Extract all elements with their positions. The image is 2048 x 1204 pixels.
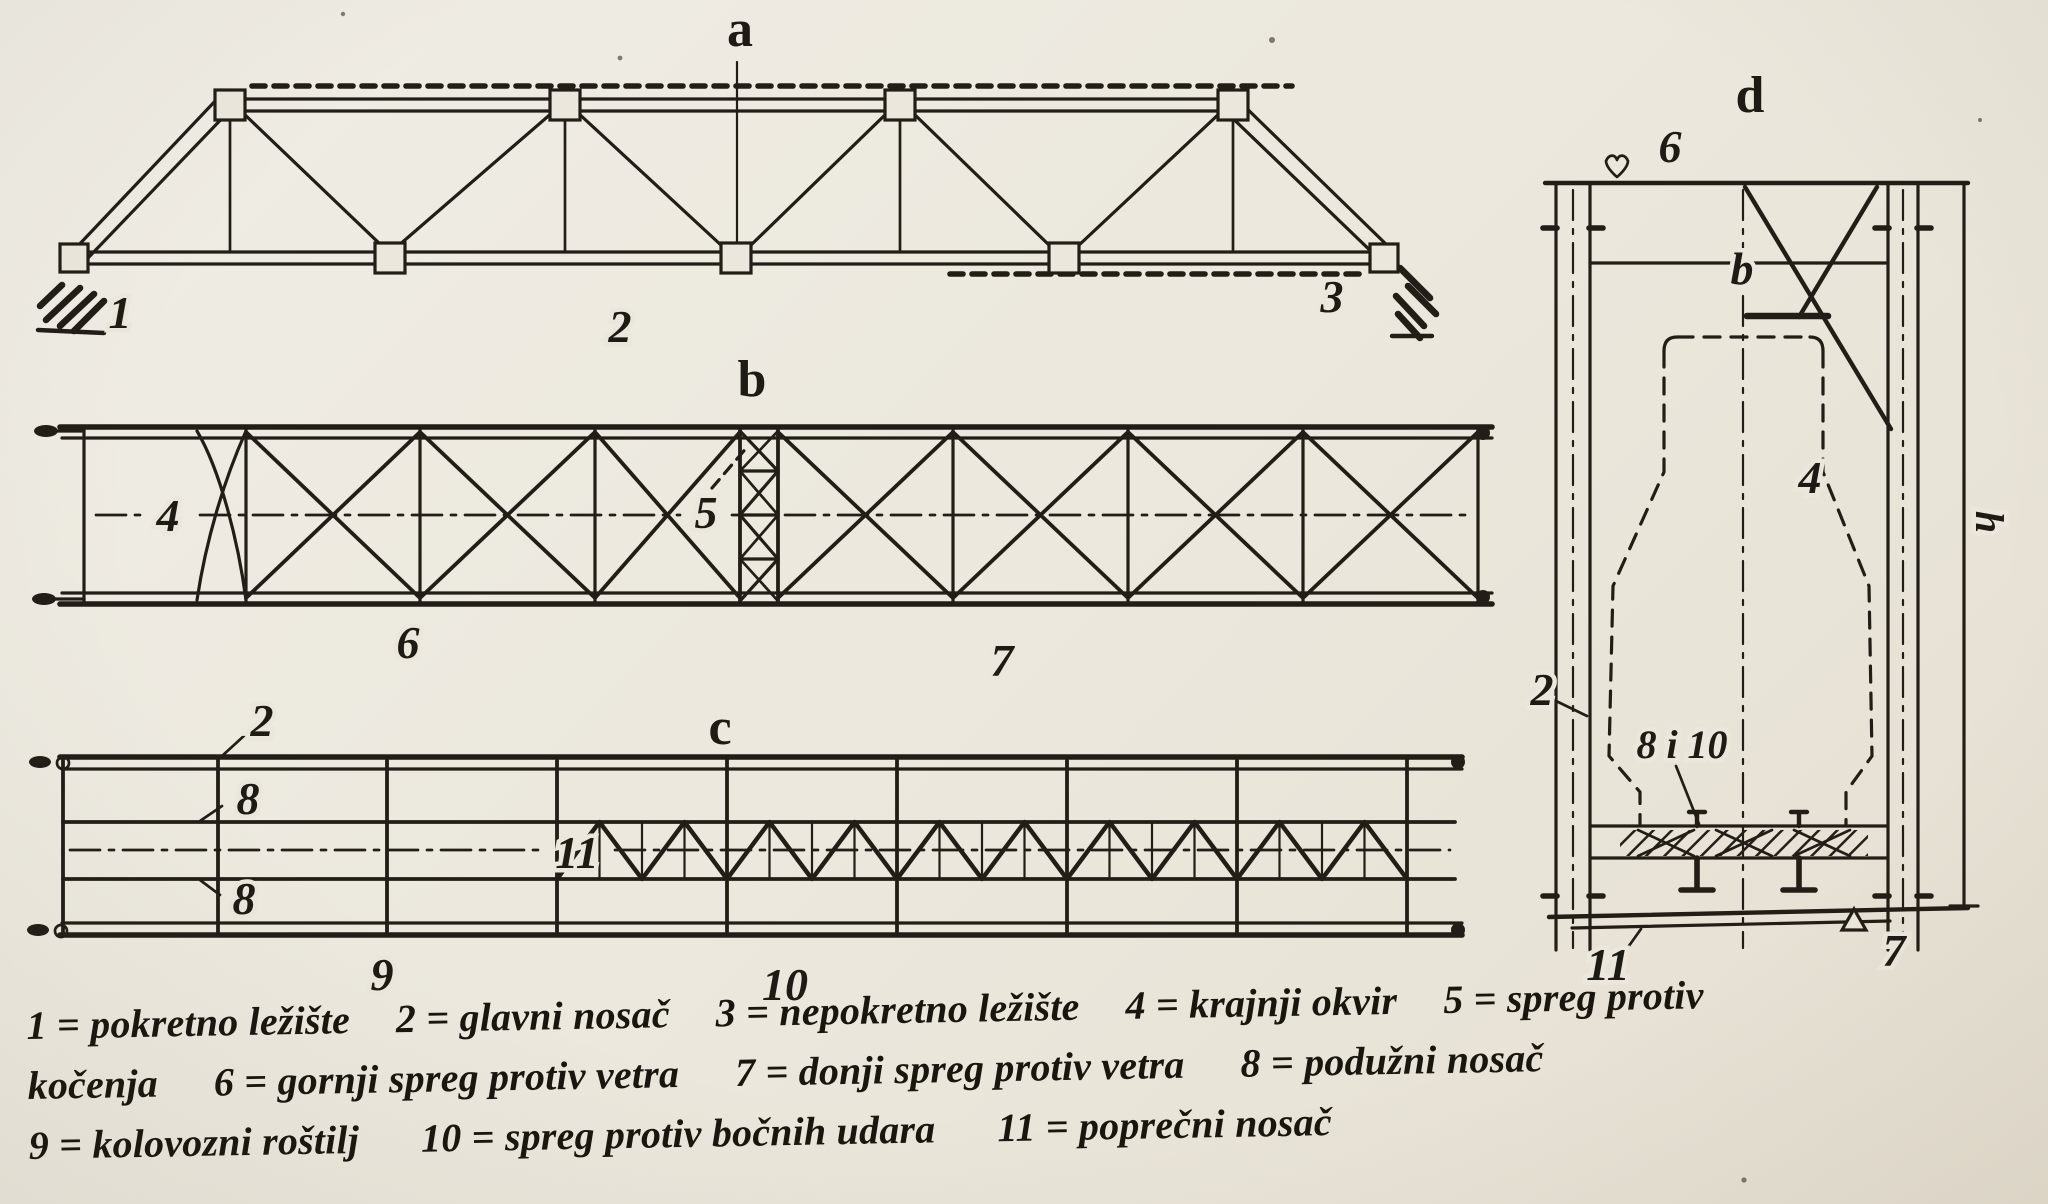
scan-specks [340, 11, 1982, 1183]
callout-11-cross-girder: 11 [555, 827, 598, 878]
gusset-nodes [58, 88, 1400, 275]
callout-5-leader [710, 444, 750, 490]
truss-verticals [228, 118, 1235, 254]
view-b-wind-bracing-plan: b 4 5 6 7 [32, 351, 1495, 691]
callout-8-longitudinal-top: 8 [237, 773, 260, 824]
legend: 1 = pokretno ležište 2 = glavni nosač 3 … [26, 959, 2029, 1176]
deck-hatching [249, 83, 1363, 277]
legend-item: 10 = spreg protiv bočnih udara [420, 1106, 936, 1161]
top-chord [228, 97, 1239, 113]
callout-10-impact-brace: 10 [762, 959, 808, 1010]
end-frame-bracing [1742, 184, 1894, 432]
movable-bearing [35, 281, 108, 336]
callout-6-upper-wind-brace: 6 [397, 617, 420, 668]
fixed-bearing [1389, 264, 1440, 342]
truss-diagonals [240, 110, 1223, 248]
legend-item: 6 = gornji spreg protiv vetra [213, 1051, 680, 1105]
legend-item: 5 = spreg protiv [1442, 972, 1704, 1023]
legend-item: kočenja [27, 1060, 159, 1108]
edge-pins [27, 755, 1465, 939]
view-c-deck-grid-plan: c 2 8 8 11 9 10 [27, 691, 1465, 1015]
cross-girders [61, 757, 1409, 935]
bearing-triangle-marker [1839, 905, 1869, 932]
longitudinal-girders [61, 820, 1457, 881]
dimension-h: h [1967, 511, 2012, 533]
end-frame [82, 427, 248, 604]
callout-8-longitudinal-bottom: 8 [233, 873, 256, 924]
callout-7-lower-wind-brace: 7 [991, 635, 1016, 686]
view-a-label: a [727, 1, 753, 58]
deck-assembly [1590, 809, 1888, 893]
callout-leaders [1552, 698, 1701, 952]
view-c-label: c [708, 699, 731, 756]
view-b-label: b [738, 351, 767, 408]
legend-item: 9 = kolovozni roštilj [28, 1116, 360, 1168]
main-girder-left [1540, 181, 1606, 952]
clearance-gauge-outline [1607, 335, 1874, 826]
main-girder-right [1872, 181, 1934, 952]
callout-4-end-frame: 4 [1798, 452, 1822, 503]
view-a-side-elevation: a 1 2 3 [35, 1, 1440, 357]
end-posts [72, 96, 1394, 260]
callout-2-main-girder: 2 [250, 695, 274, 746]
callout-5-braking-brace: 5 [695, 487, 718, 538]
bottom-chord [1546, 905, 1971, 930]
view-d-label: d [1736, 67, 1765, 124]
legend-item: 4 = krajnji okvir [1125, 977, 1398, 1028]
callout-8-and-10: 8 i 10 [1636, 722, 1727, 767]
callout-1-movable-bearing: 1 [109, 287, 132, 338]
callout-2-main-girder: 2 [608, 301, 632, 352]
legend-item: 1 = pokretno ležište [26, 997, 351, 1048]
view-d-cross-section: d 6 b 4 2 8 i 10 11 7 h [1525, 67, 2017, 995]
chords [57, 754, 1465, 938]
legend-item: 7 = donji spreg protiv vetra [734, 1041, 1185, 1096]
callout-4-end-frame: 4 [156, 490, 180, 541]
legend-item: 8 = podužni nosač [1240, 1035, 1544, 1086]
callout-9-deck-grid: 9 [371, 949, 394, 1000]
callout-6-upper-wind-brace: 6 [1659, 121, 1682, 172]
callout-11-cross-girder: 11 [1586, 939, 1629, 990]
height-reference-line [1948, 181, 1980, 908]
dimension-b: b [1731, 243, 1754, 294]
callout-2-main-girder: 2 [1530, 664, 1554, 715]
legend-item: 11 = poprečni nosač [996, 1099, 1333, 1151]
grade-marker [1604, 154, 1630, 179]
callout-leaders [198, 732, 248, 897]
legend-item: 2 = glavni nosač [395, 991, 671, 1042]
callout-3-fixed-bearing: 3 [1320, 271, 1344, 322]
legend-item: 3 = nepokretno ležište [715, 983, 1080, 1036]
